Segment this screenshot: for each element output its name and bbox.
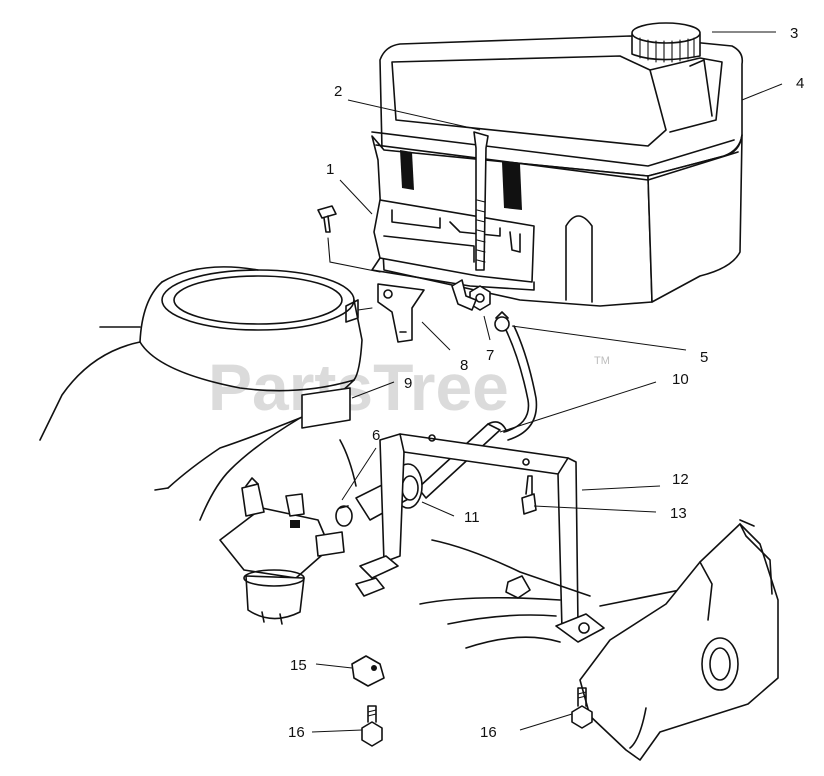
tank-fitting [451,279,477,311]
hose-clamp [494,311,510,332]
callout-16-left: 16 [288,724,305,741]
callouts: 1 2 3 4 5 6 7 8 9 10 11 12 13 15 16 16 [288,25,804,741]
tank-strap [473,131,489,271]
engine-shroud [39,266,373,521]
bolt-right [571,687,593,729]
callout-6: 6 [372,427,380,444]
callout-13: 13 [670,505,687,522]
callout-16-right: 16 [480,724,497,741]
fuel-tank [371,22,744,307]
callout-3: 3 [790,25,798,42]
carburetor-bracket [377,283,425,343]
callout-2: 2 [334,83,342,100]
mower-deck [419,519,779,761]
leader-lines [311,31,783,733]
fuel-line [417,325,538,499]
clip [351,655,385,687]
carburetor [219,477,345,625]
tank-bracket [371,199,535,291]
callout-7: 7 [486,347,494,364]
trademark: TM [594,355,610,367]
callout-12: 12 [672,471,689,488]
callout-11: 11 [464,509,480,526]
watermark: PartsTree [208,350,509,424]
callout-4: 4 [796,75,804,92]
callout-9: 9 [404,375,412,392]
callout-1: 1 [326,161,334,178]
callout-8: 8 [460,357,468,374]
bolt [521,475,537,515]
callout-15: 15 [290,657,307,674]
frame-bracket [359,433,605,643]
mount-screw [317,205,381,273]
hose [335,505,353,527]
callout-10: 10 [672,371,689,388]
shim-plate [355,577,385,597]
bolt-left [361,705,383,747]
callout-5: 5 [700,349,708,366]
